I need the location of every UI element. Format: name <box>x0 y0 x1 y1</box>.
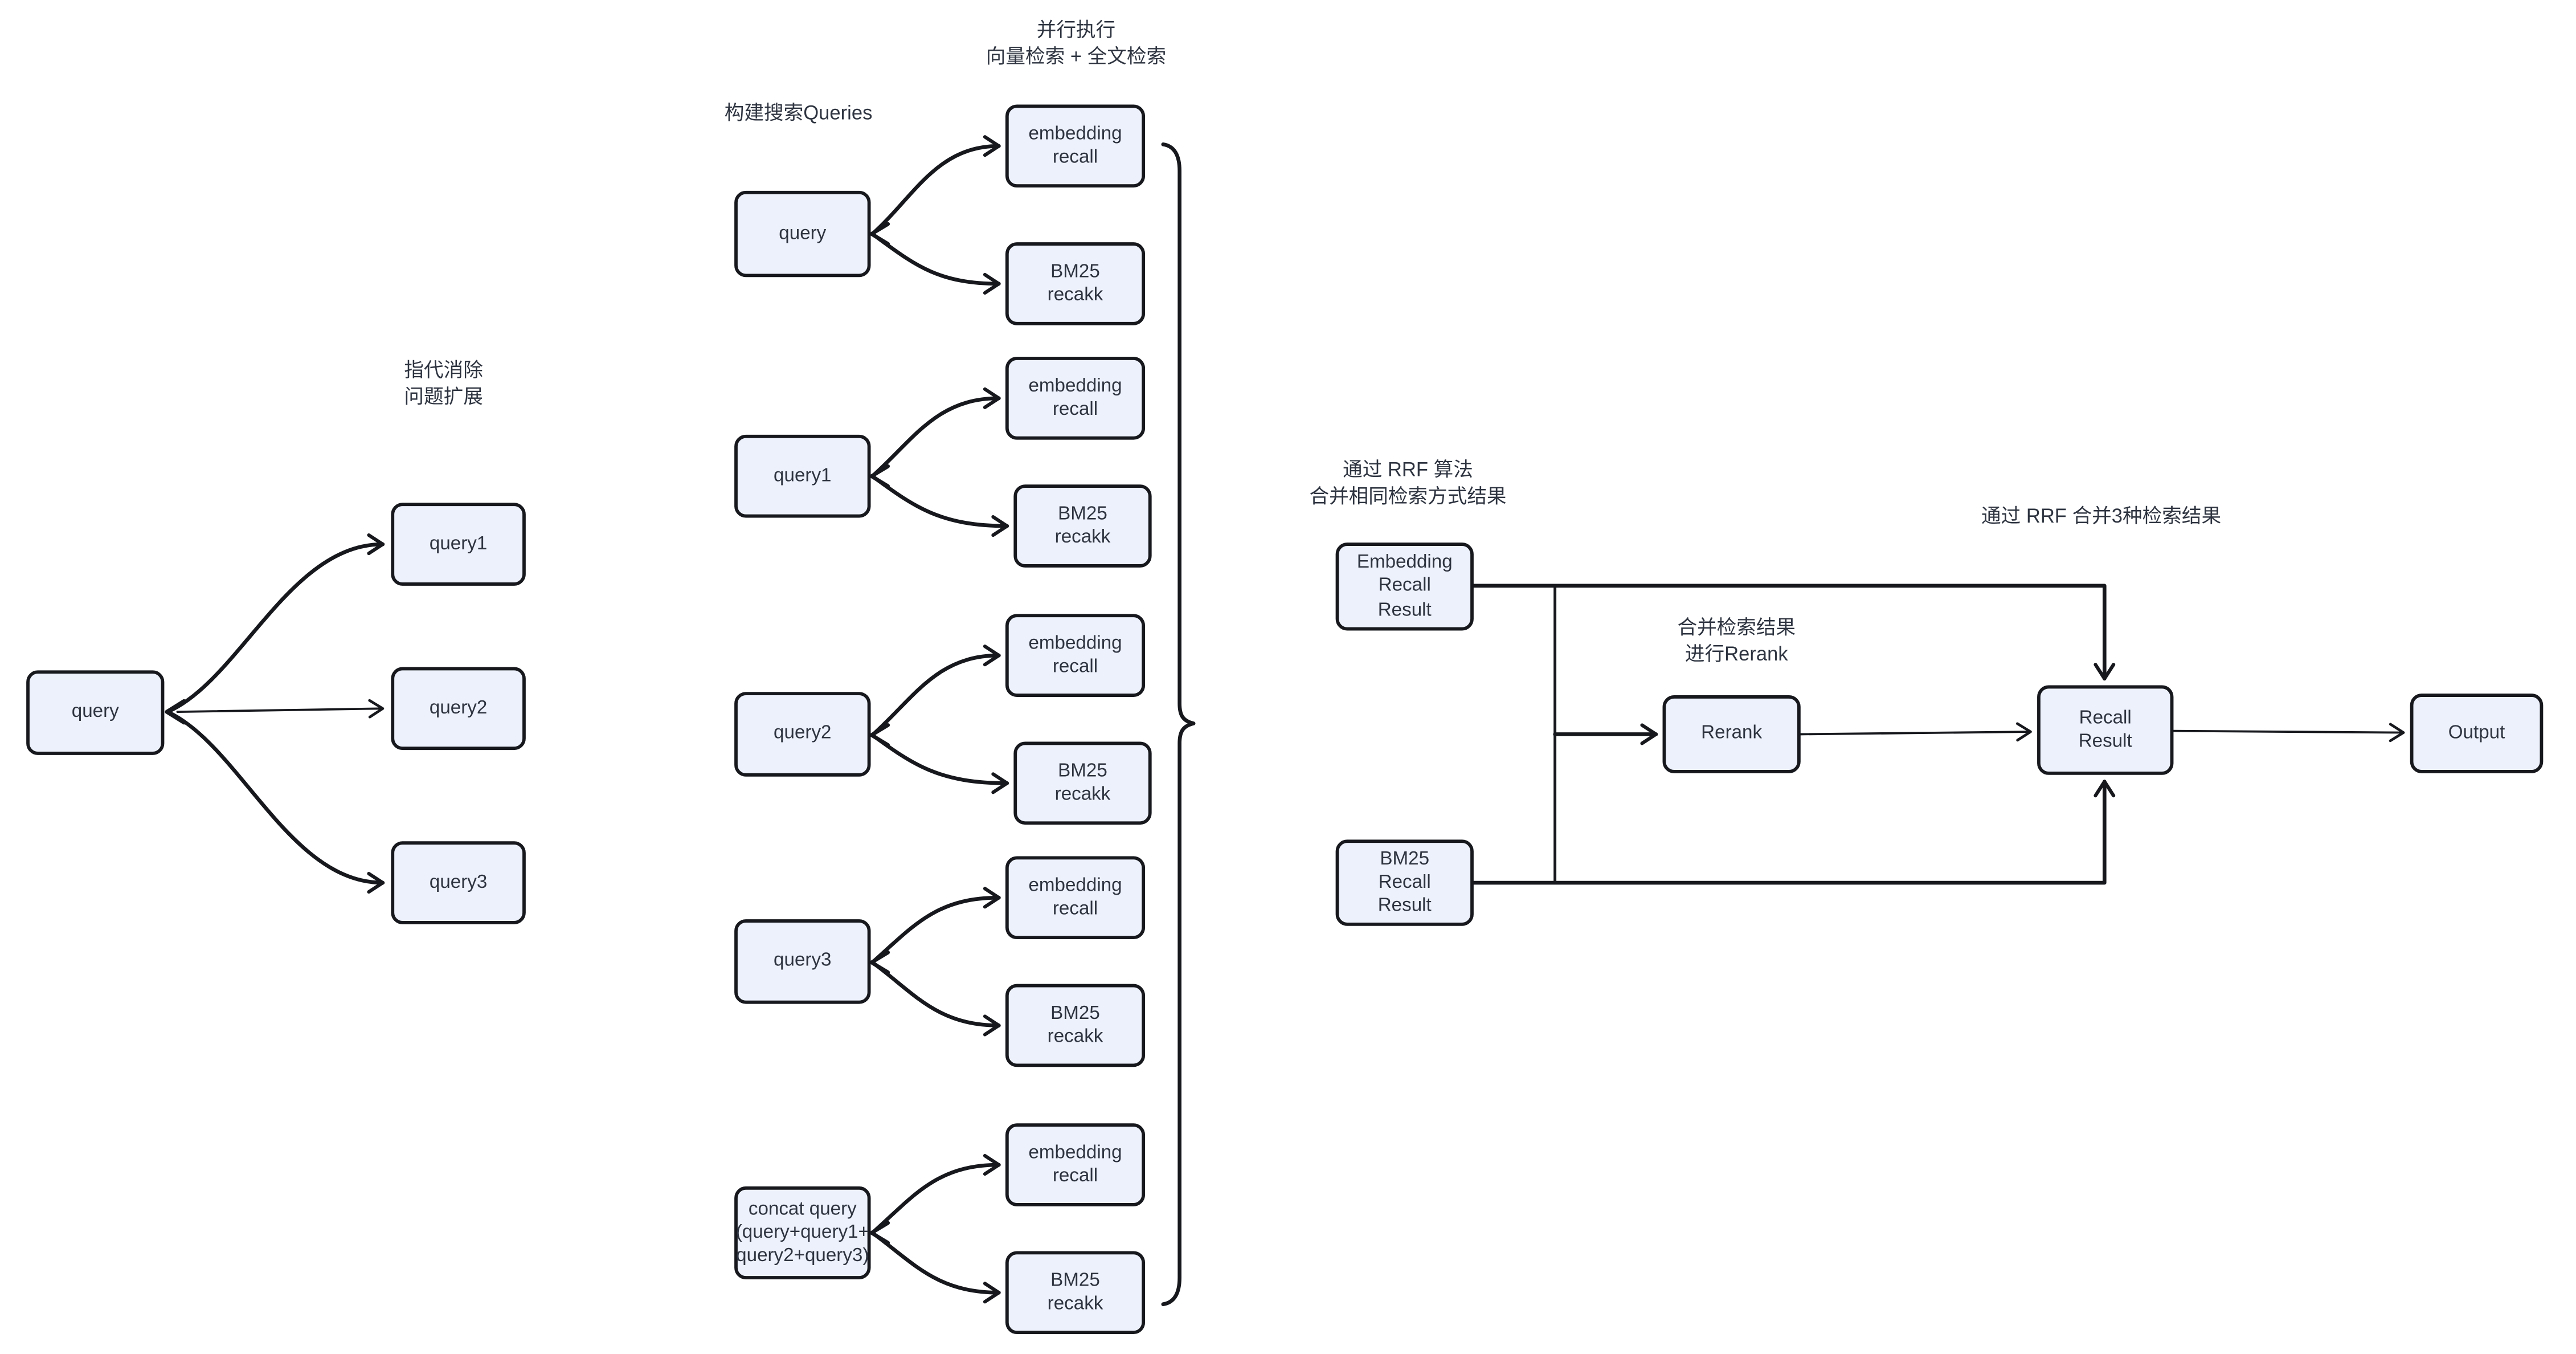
node-concat-query[interactable]: concat query (query+query1+ query2+query… <box>734 1186 871 1279</box>
edge-query-to-query2 <box>176 699 385 719</box>
node-query-root[interactable]: query <box>26 670 165 755</box>
edge-src0-to-embedding <box>870 135 1001 236</box>
edge-bm25-result-to-recall-bottom <box>1471 780 2116 885</box>
edge-query-to-query3 <box>165 709 385 894</box>
node-bm25-recall-result[interactable]: BM25 Recall Result <box>1335 839 1474 926</box>
node-output[interactable]: Output <box>2410 694 2544 773</box>
edge-query-to-query1 <box>165 533 385 714</box>
edge-src2-to-bm25 <box>870 733 1009 794</box>
edge-src0-to-bm25 <box>870 232 1001 295</box>
node-embedding-recall-result[interactable]: Embedding Recall Result <box>1335 543 1474 631</box>
edge-src4-to-embedding <box>870 1153 1001 1235</box>
node-query3-left[interactable]: query3 <box>391 841 526 924</box>
edge-src4-to-bm25 <box>870 1231 1001 1304</box>
node-query2-left[interactable]: query2 <box>391 667 526 751</box>
annotation-parallel-exec: 并行执行 向量检索 + 全文检索 <box>986 18 1167 68</box>
node-embedding-recall-5[interactable]: embedding recall <box>1005 1123 1146 1206</box>
node-embedding-recall-1[interactable]: embedding recall <box>1005 104 1146 188</box>
node-bm25-recall-2[interactable]: BM25 recakk <box>1013 484 1152 568</box>
node-embedding-recall-4[interactable]: embedding recall <box>1005 856 1146 940</box>
annotation-rrf-merge-same: 通过 RRF 算法 合并相同检索方式结果 <box>1309 458 1507 508</box>
node-embedding-recall-3[interactable]: embedding recall <box>1005 614 1146 697</box>
node-bm25-recall-1[interactable]: BM25 recakk <box>1005 242 1146 325</box>
node-search-query3[interactable]: query3 <box>734 919 871 1004</box>
edge-src1-to-bm25 <box>870 474 1009 537</box>
node-embedding-recall-2[interactable]: embedding recall <box>1005 357 1146 440</box>
edge-rerank-to-recall <box>1799 722 2032 742</box>
node-search-query1[interactable]: query1 <box>734 434 871 518</box>
annotation-build-queries: 构建搜索Queries <box>724 101 873 125</box>
annotation-merge-rerank: 合并检索结果 进行Rerank <box>1677 615 1796 666</box>
node-recall-result[interactable]: Recall Result <box>2037 685 2174 775</box>
node-bm25-recall-5[interactable]: BM25 recakk <box>1005 1251 1146 1335</box>
annotation-rrf-merge-three: 通过 RRF 合并3种检索结果 <box>1981 504 2222 528</box>
node-search-query2[interactable]: query2 <box>734 692 871 777</box>
curly-brace <box>1161 142 1196 1306</box>
edge-src1-to-embedding <box>870 387 1001 479</box>
edge-recall-to-output <box>2172 723 2405 743</box>
node-rerank[interactable]: Rerank <box>1662 695 1801 773</box>
annotation-coref-expand: 指代消除 问题扩展 <box>404 358 483 408</box>
edge-embedding-result-to-recall-top <box>1471 584 2116 681</box>
node-bm25-recall-4[interactable]: BM25 recakk <box>1005 984 1146 1067</box>
edge-src3-to-embedding <box>870 887 1001 965</box>
edge-src3-to-bm25 <box>870 960 1001 1037</box>
node-bm25-recall-3[interactable]: BM25 recakk <box>1013 741 1152 825</box>
node-search-query[interactable]: query <box>734 190 871 278</box>
node-query1-left[interactable]: query1 <box>391 503 526 586</box>
edge-src2-to-embedding <box>870 645 1001 737</box>
